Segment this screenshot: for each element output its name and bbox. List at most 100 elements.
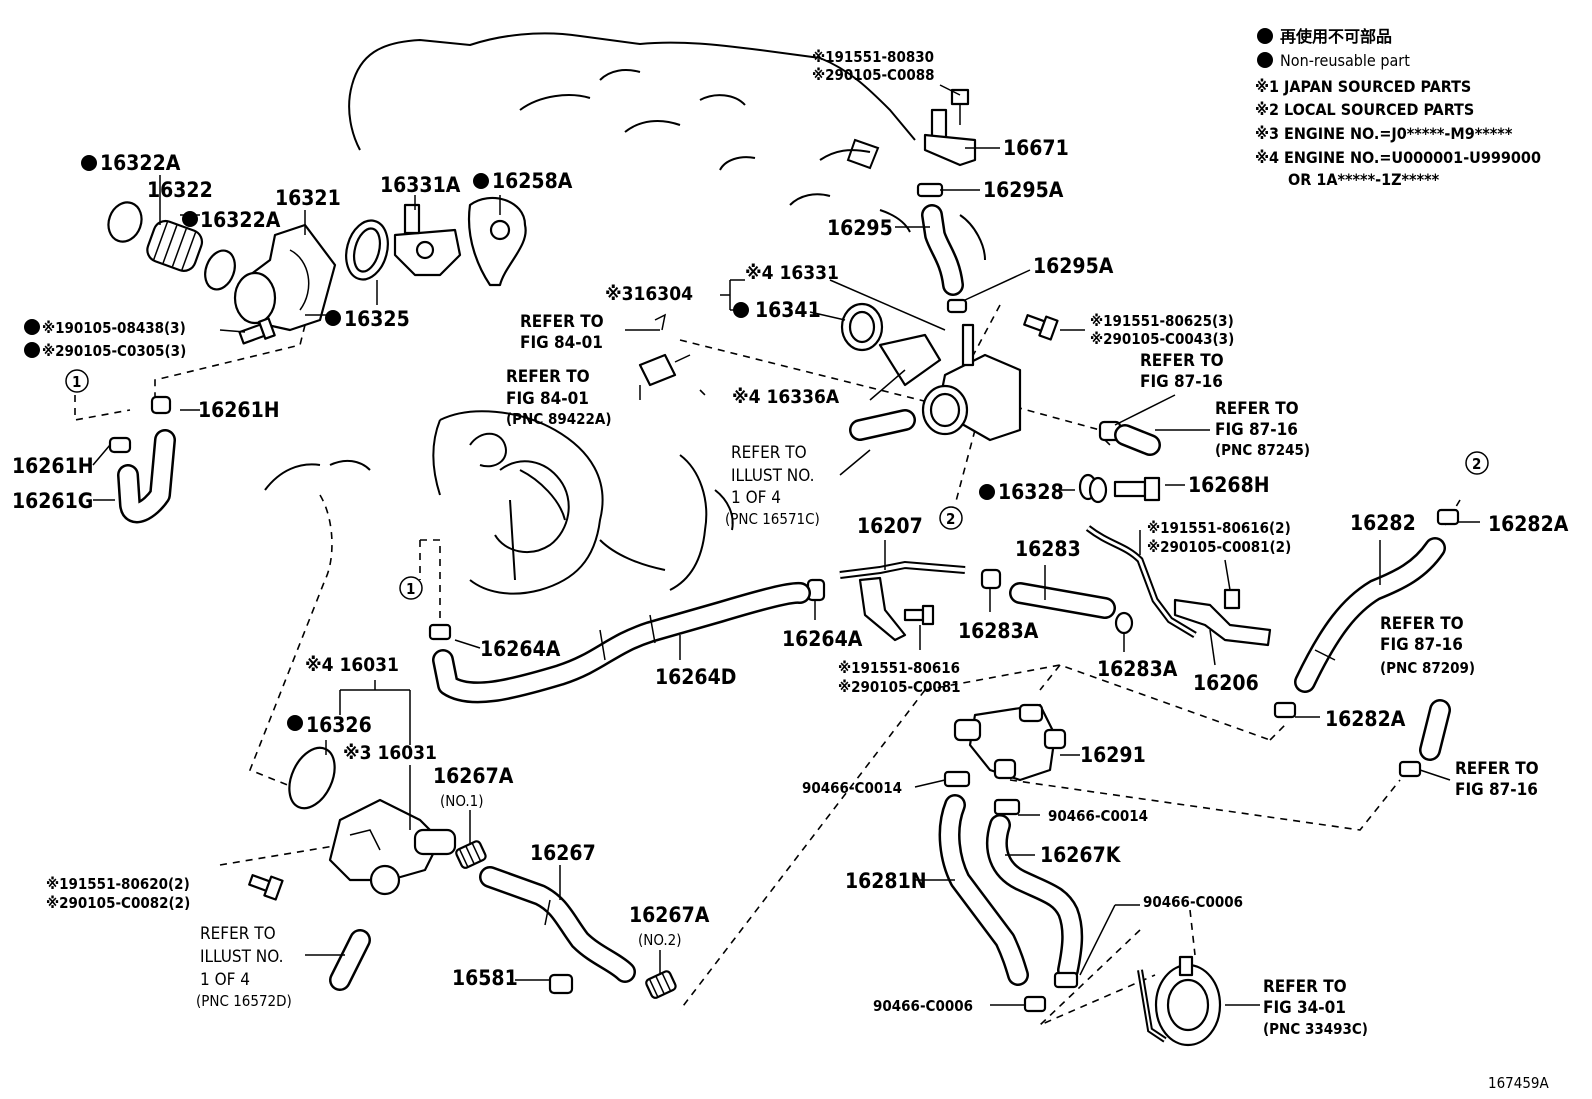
label-ref-ill-2: ILLUST NO. [731, 466, 814, 486]
label-ref8716-c1: REFER TO [1380, 614, 1464, 634]
label-16331A: 16331A [380, 173, 461, 197]
label-16267K: 16267K [1040, 843, 1122, 867]
label-16264A-b: 16264A [782, 627, 863, 651]
label-bolt-c1: ※191551-80616(2) [1147, 519, 1291, 537]
label-16264D: 16264D [655, 665, 736, 689]
label-90466-a: 90466-C0014 [802, 779, 902, 797]
label-90466-d: 90466-C0006 [873, 997, 973, 1015]
label-ref-ill-b3: 1 OF 4 [200, 970, 250, 990]
label-16295: 16295 [827, 216, 893, 240]
label-16328: 16328 [998, 480, 1064, 504]
label-bolt-a2: ※290105-C0305(3) [42, 342, 186, 360]
label-16267A-1: 16267A [433, 764, 514, 788]
label-ref-ill-b1: REFER TO [200, 924, 276, 944]
label-no1: (NO.1) [440, 792, 484, 810]
non-reusable-markers [24, 28, 1273, 731]
label-16322A-top: 16322A [100, 151, 181, 175]
label-16031-4: ※4 16031 [305, 654, 399, 676]
label-16264A-a: 16264A [480, 637, 561, 661]
label-16283A-b: 16283A [1097, 657, 1178, 681]
label-16258A: 16258A [492, 169, 573, 193]
label-ref-ill-b2: ILLUST NO. [200, 947, 283, 967]
label-16291: 16291 [1080, 743, 1146, 767]
legend-non-reusable-en: Non-reusable part [1280, 51, 1410, 70]
label-circle-2-right: 2 [1472, 455, 1481, 473]
label-circle-1-left: 1 [72, 373, 81, 391]
label-16321: 16321 [275, 186, 341, 210]
label-191551-80830: ※191551-80830 [812, 48, 934, 66]
label-16267A-2: 16267A [629, 903, 710, 927]
label-ref8716-b1: REFER TO [1215, 399, 1299, 419]
label-16331: ※4 16331 [745, 262, 839, 284]
label-ref84-b2: FIG 84-01 [506, 389, 589, 409]
label-ref8716-a1: REFER TO [1140, 351, 1224, 371]
label-16207: 16207 [857, 514, 923, 538]
label-16304: ※316304 [605, 283, 693, 305]
label-ref-ill-4: (PNC 16571C) [725, 510, 820, 528]
label-ref84-a1: REFER TO [520, 312, 604, 332]
legend-note-4: ※4 ENGINE NO.=U000001-U999000 [1255, 148, 1541, 167]
label-ref8716-a2: FIG 87-16 [1140, 372, 1223, 392]
label-no2: (NO.2) [638, 931, 682, 949]
label-16336A: ※4 16336A [732, 386, 840, 408]
engine-outline [264, 32, 986, 595]
label-ref-ill-3: 1 OF 4 [731, 488, 781, 508]
label-ref84-a2: FIG 84-01 [520, 333, 603, 353]
label-16261G: 16261G [12, 489, 93, 513]
figure-id: 167459A [1488, 1074, 1550, 1092]
label-bolt-d2: ※290105-C0081 [838, 678, 961, 696]
label-16295A-a: 16295A [983, 178, 1064, 202]
label-16282A-b: 16282A [1325, 707, 1406, 731]
label-16031-3: ※3 16031 [343, 742, 437, 764]
legend-note-3: ※3 ENGINE NO.=J0*****-M9***** [1255, 124, 1513, 143]
label-16268H: 16268H [1188, 473, 1270, 497]
label-circle-2-mid: 2 [946, 510, 955, 528]
label-bolt-b1: ※191551-80625(3) [1090, 312, 1234, 330]
label-16282: 16282 [1350, 511, 1416, 535]
label-ref34-3: (PNC 33493C) [1263, 1020, 1368, 1038]
label-90466-b: 90466-C0014 [1048, 807, 1148, 825]
circled-refs [65, 369, 1489, 600]
label-16261H-b: 16261H [12, 454, 94, 478]
part-labels: 16322A 16322 16322A 16321 16331A 16258A … [12, 48, 1569, 1092]
label-16326: 16326 [306, 713, 372, 737]
label-bolt-c2: ※290105-C0081(2) [1147, 538, 1291, 556]
parts [107, 88, 1460, 1047]
label-290105-C0088: ※290105-C0088 [812, 66, 935, 84]
label-ref8716-c2: FIG 87-16 [1380, 635, 1463, 655]
label-bolt-e2: ※290105-C0082(2) [46, 894, 190, 912]
label-ref-ill-b4: (PNC 16572D) [196, 992, 292, 1010]
label-ref84-b1: REFER TO [506, 367, 590, 387]
label-16206: 16206 [1193, 671, 1259, 695]
label-16261H-a: 16261H [198, 398, 280, 422]
label-16281N: 16281N [845, 869, 927, 893]
label-bolt-d1: ※191551-80616 [838, 659, 960, 677]
label-16341: 16341 [755, 298, 821, 322]
label-16267: 16267 [530, 841, 596, 865]
label-ref8716-b2: FIG 87-16 [1215, 420, 1298, 440]
label-ref-ill-1: REFER TO [731, 443, 807, 463]
label-16295A-b: 16295A [1033, 254, 1114, 278]
label-16283A-a: 16283A [958, 619, 1039, 643]
label-16283: 16283 [1015, 537, 1081, 561]
label-90466-c: 90466-C0006 [1143, 893, 1243, 911]
label-16325: 16325 [344, 307, 410, 331]
label-16671: 16671 [1003, 136, 1069, 160]
legend-note-2: ※2 LOCAL SOURCED PARTS [1255, 100, 1474, 119]
label-circle-1-mid: 1 [406, 580, 415, 598]
label-bolt-e1: ※191551-80620(2) [46, 875, 190, 893]
legend: 再使用不可部品 Non-reusable part ※1 JAPAN SOURC… [1255, 27, 1541, 189]
label-ref8716-d1: REFER TO [1455, 759, 1539, 779]
legend-non-reusable-jp: 再使用不可部品 [1280, 27, 1392, 46]
label-bolt-a1: ※190105-08438(3) [42, 319, 186, 337]
label-16322: 16322 [147, 178, 213, 202]
legend-note-1: ※1 JAPAN SOURCED PARTS [1255, 77, 1471, 96]
label-ref34-1: REFER TO [1263, 977, 1347, 997]
label-ref84-b3: (PNC 89422A) [506, 410, 612, 428]
leader-lines [92, 84, 1480, 1006]
label-16322A-mid: 16322A [200, 208, 281, 232]
label-16282A-a: 16282A [1488, 512, 1569, 536]
label-ref8716-c3: (PNC 87209) [1380, 659, 1475, 677]
label-ref8716-d2: FIG 87-16 [1455, 780, 1538, 800]
